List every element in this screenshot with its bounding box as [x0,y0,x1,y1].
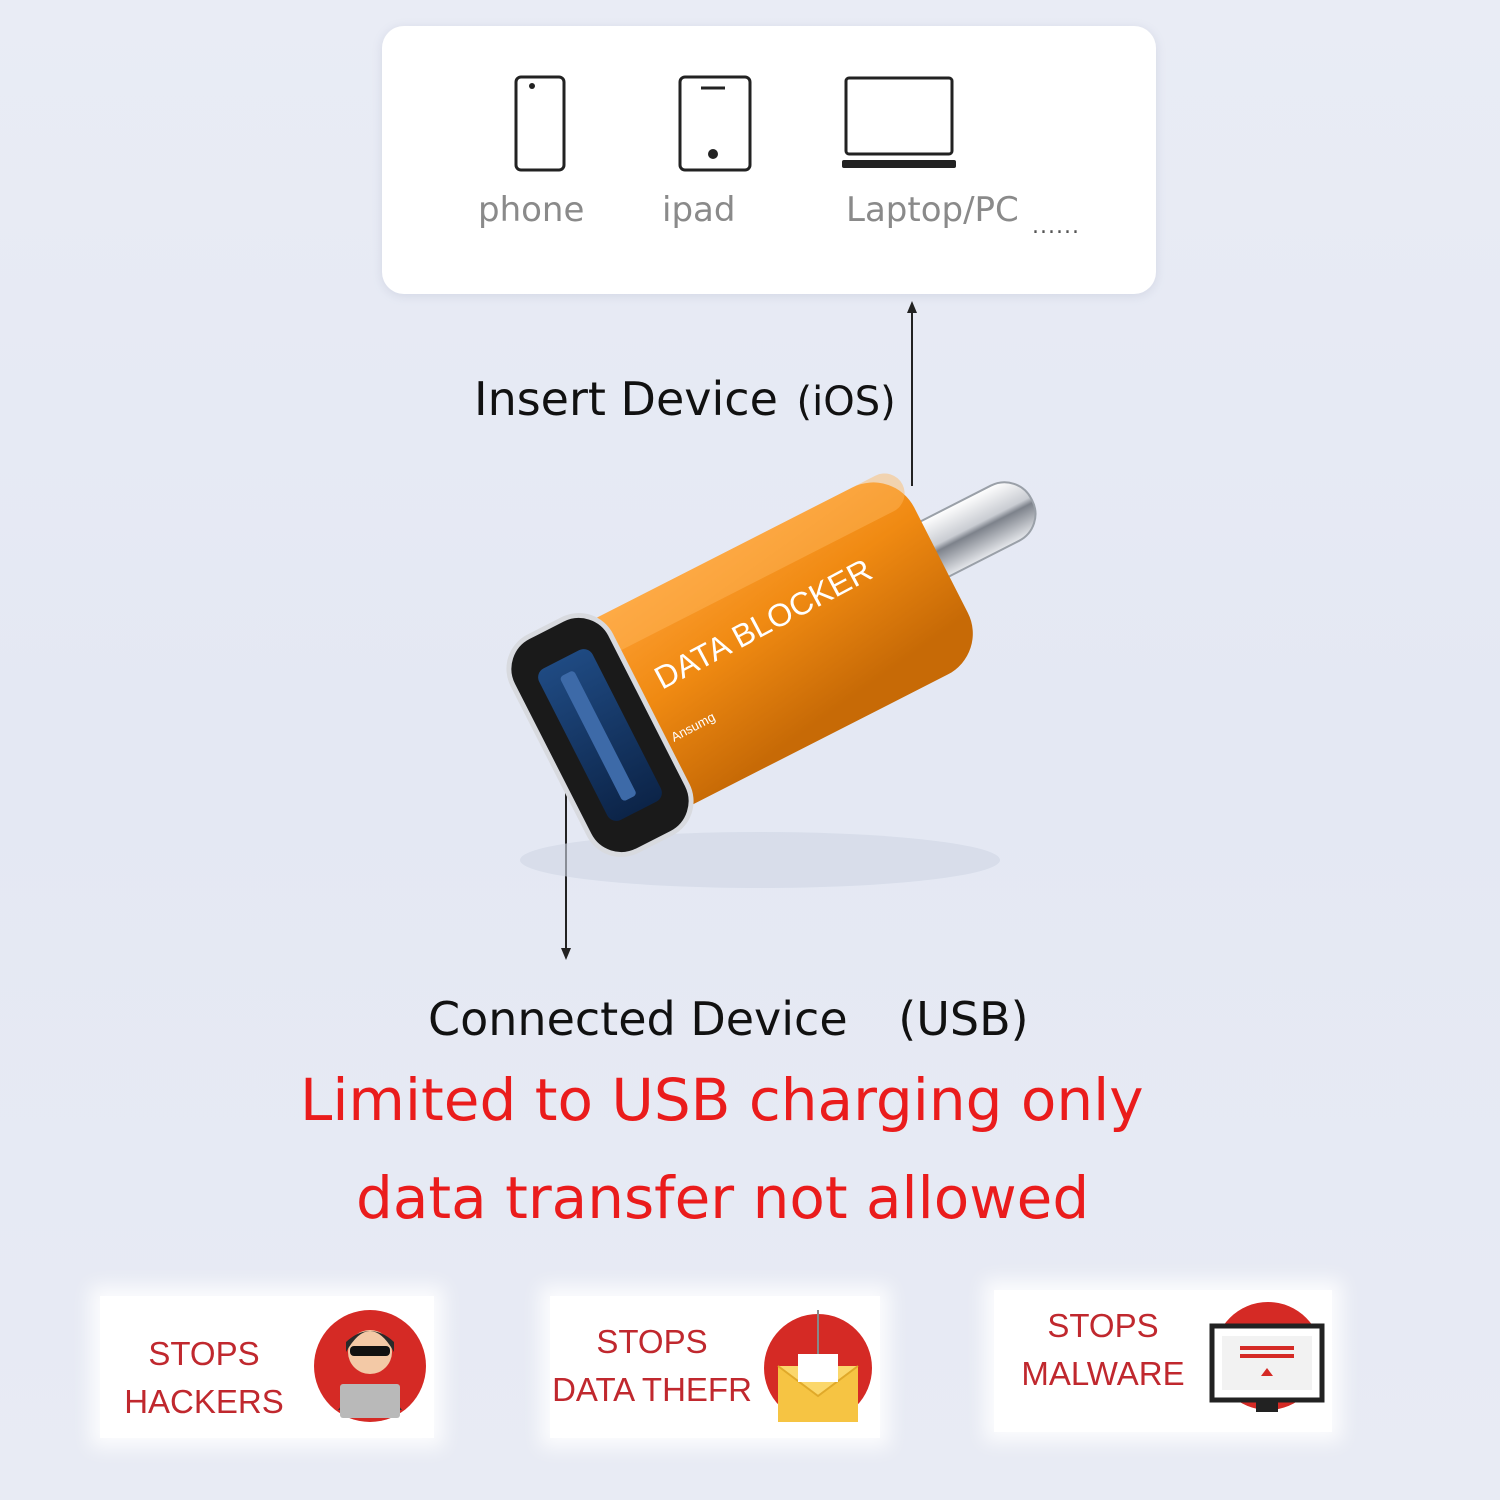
feature-tile-text: STOPS MALWARE [1008,1302,1198,1398]
usb-a-port [506,613,694,857]
insert-device-suffix: (iOS) [796,379,896,425]
insert-device-text: Insert Device [474,372,778,426]
connected-device-suffix: (USB) [898,992,1029,1046]
device-label-ipad: ipad [662,190,736,230]
feature-tile-hackers: STOPS HACKERS [100,1296,434,1438]
ellipsis: ...... [1032,214,1080,239]
notice-line-1: Limited to USB charging only [300,1066,1144,1134]
arrow-down-head [561,948,571,960]
feature-tile-malware: STOPS MALWARE [994,1290,1332,1432]
laptop-icon [842,76,956,168]
arrow-up-head [907,301,917,313]
feature-line-1: STOPS [1047,1307,1159,1344]
tablet-icon [678,75,752,172]
feature-line-2: HACKERS [124,1383,284,1420]
feature-line-2: DATA THEFR [552,1371,752,1408]
feature-tile-text: STOPS DATA THEFR [552,1318,752,1414]
device-label-laptop: Laptop/PC [846,190,1019,230]
feature-line-1: STOPS [148,1335,260,1372]
feature-line-2: MALWARE [1021,1355,1185,1392]
connected-device-caption: Connected Device (USB) [428,992,1029,1046]
feature-tile-text: STOPS HACKERS [124,1330,284,1426]
insert-device-caption: Insert Device (iOS) [474,372,896,426]
phone-icon [514,75,566,172]
notice-line-2: data transfer not allowed [356,1164,1090,1232]
feature-line-1: STOPS [596,1323,708,1360]
feature-tile-data-theft: STOPS DATA THEFR [550,1296,880,1438]
hacker-icon [314,1310,426,1422]
mail-hook-icon [764,1310,872,1422]
monitor-malware-icon [1209,1302,1325,1412]
data-blocker-adapter: DATA BLOCKER Ansumg [506,473,1037,888]
connected-device-text: Connected Device [428,992,848,1046]
device-label-phone: phone [478,190,585,230]
device-card: phone ipad Laptop/PC ...... [382,26,1156,294]
